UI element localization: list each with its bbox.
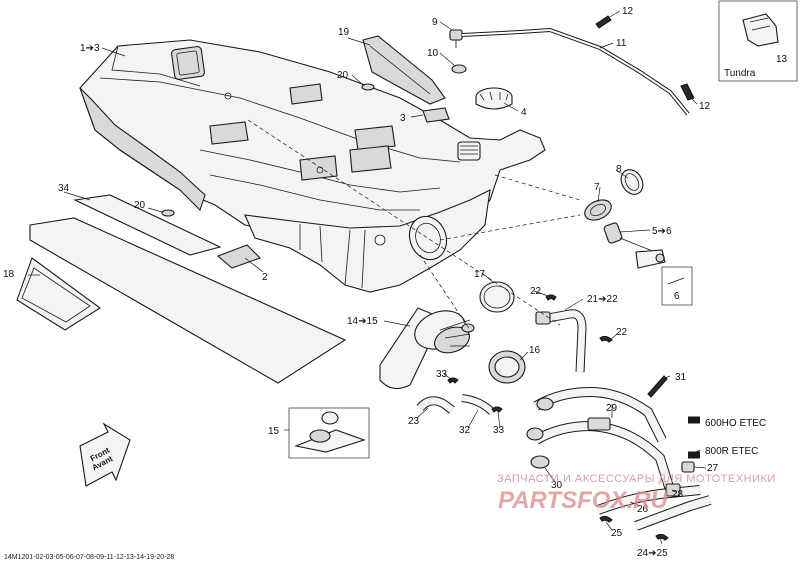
fuel-gauge-flange-7 — [584, 199, 612, 221]
watermark-logo: PARTSFOX.RU — [498, 487, 668, 514]
rubber-pad-3 — [422, 107, 450, 123]
label-1: 1➔3 — [80, 43, 100, 54]
label-20-top: 20 — [337, 70, 349, 81]
clamp-33-left — [447, 377, 459, 384]
label-6: 6 — [674, 291, 680, 302]
clamp-29-b — [526, 427, 544, 441]
label-24: 24➔25 — [637, 548, 668, 559]
grommet-20-left — [161, 209, 175, 217]
label-19: 19 — [338, 27, 350, 38]
label-32: 32 — [459, 425, 471, 436]
connector-28 — [665, 483, 681, 497]
label-2: 2 — [262, 272, 268, 283]
label-9: 9 — [432, 17, 438, 28]
clamp-22-right — [599, 335, 613, 343]
fuel-pump-14 — [379, 307, 475, 390]
clamp-12-right — [680, 83, 695, 101]
label-26: 26 — [637, 504, 649, 515]
label-15: 15 — [268, 426, 280, 437]
label-30: 30 — [551, 480, 563, 491]
label-7: 7 — [594, 182, 600, 193]
grommet-20-top — [361, 83, 375, 91]
rubber-pad-2 — [216, 244, 262, 269]
screw-6 — [667, 277, 685, 285]
label-12-top: 12 — [622, 6, 634, 17]
label-13: 13 — [776, 54, 788, 65]
pin-31 — [647, 375, 668, 398]
label-33-right: 33 — [493, 425, 505, 436]
label-17: 17 — [474, 269, 486, 280]
label-8: 8 — [616, 164, 622, 175]
label-33-left: 33 — [436, 369, 448, 380]
grommet-10 — [451, 64, 467, 74]
label-22-top: 22 — [530, 286, 542, 297]
clamp-30 — [530, 455, 550, 469]
label-25: 25 — [611, 528, 623, 539]
fuel-level-sensor-5 — [603, 222, 666, 269]
clamp-25 — [599, 515, 613, 523]
label-29: 29 — [606, 403, 618, 414]
pump-filter-15 — [294, 411, 366, 453]
clamp-12-top — [595, 15, 612, 29]
hose-23 — [416, 396, 455, 414]
front-direction-arrow — [79, 422, 131, 487]
label-10: 10 — [427, 48, 439, 59]
connector-27 — [681, 461, 695, 473]
label-18: 18 — [3, 269, 15, 280]
label-12-right: 12 — [699, 101, 711, 112]
label-23: 23 — [408, 416, 420, 427]
label-600ho-etec: 600HO ETEC — [705, 418, 766, 429]
watermark-caption: ЗАПЧАСТИ И АКСЕССУАРЫ ДЛЯ МОТОТЕХНИКИ — [497, 473, 776, 485]
hose-32 — [461, 394, 495, 415]
fuel-hoses-29 — [533, 386, 700, 492]
o-ring-8 — [620, 169, 644, 195]
protector-pad-34 — [29, 217, 347, 384]
o-ring-17 — [479, 281, 515, 313]
label-27: 27 — [707, 463, 719, 474]
label-800r-etec: 800R ETEC — [705, 446, 758, 457]
label-21: 21➔22 — [587, 294, 618, 305]
label-11: 11 — [616, 38, 627, 49]
label-28: 28 — [672, 489, 684, 500]
label-16: 16 — [529, 345, 541, 356]
fuel-line-elbow-21 — [535, 309, 587, 373]
clamp-29-a — [536, 397, 554, 411]
label-14: 14➔15 — [347, 316, 378, 327]
label-5: 5➔6 — [652, 226, 672, 237]
hose-lower-26 — [596, 485, 712, 531]
fuel-cap-4 — [475, 87, 513, 110]
sensor-detail-box-6 — [661, 266, 693, 306]
label-3: 3 — [400, 113, 406, 124]
label-22-right: 22 — [616, 327, 628, 338]
label-tundra: Tundra — [724, 68, 756, 79]
label-34: 34 — [58, 183, 70, 194]
clamp-33-right — [491, 406, 503, 413]
clamp-22-top — [545, 294, 557, 301]
label-31: 31 — [675, 372, 687, 383]
heat-shield-18 — [16, 257, 101, 331]
tundra-bracket-13 — [742, 13, 779, 47]
protector-pad-34-top — [73, 194, 222, 256]
vent-valve-9 — [449, 29, 463, 48]
clamp-24 — [655, 533, 669, 541]
diagram-code: 14M1201-02-03-05-06-07-08-09-11-12-13-14… — [4, 554, 174, 561]
label-4: 4 — [521, 107, 527, 118]
label-20-left: 20 — [134, 200, 146, 211]
deflector-19 — [362, 35, 446, 105]
